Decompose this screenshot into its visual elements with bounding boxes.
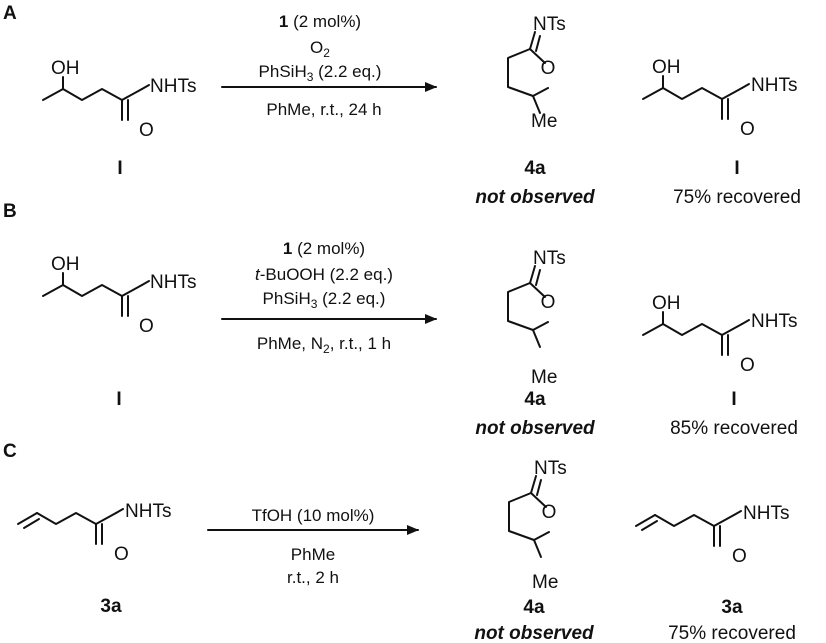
- carbonyl-o-label: O: [114, 544, 129, 565]
- methyl-label: Me: [531, 367, 557, 388]
- carbonyl-o-label: O: [139, 316, 154, 337]
- time-line-c: r.t., 2 h: [287, 568, 339, 587]
- acid-line-c: TfOH (10 mol%): [252, 506, 375, 525]
- imine-label: NTs: [533, 248, 566, 269]
- hydroxyl-label: OH: [51, 254, 80, 275]
- product-note-a: not observed: [475, 187, 595, 208]
- oxidant-line-a: O2: [310, 38, 330, 60]
- product-label-c: 4a: [523, 597, 545, 618]
- recovered-structure-c: [635, 510, 742, 547]
- ring-o-label: O: [541, 292, 556, 313]
- panel-label-c: C: [3, 441, 17, 462]
- panel-c: C NHTs O 3a TfOH (10 mol%) PhMe r.t., 2 …: [3, 441, 796, 643]
- panel-label-a: A: [3, 3, 17, 24]
- recovered-label-a: I: [734, 158, 739, 179]
- substrate-structure-b: [42, 272, 150, 317]
- nhts-label: NHTs: [150, 76, 196, 97]
- carbonyl-o-label: O: [740, 355, 755, 376]
- ring-o-label: O: [542, 502, 557, 523]
- carbonyl-o-label: O: [740, 119, 755, 140]
- product-label-b: 4a: [524, 389, 546, 410]
- oxidant-line-b: t-BuOOH (2.2 eq.): [255, 265, 393, 284]
- hydroxyl-label: OH: [51, 58, 80, 79]
- silane-line-b: PhSiH3 (2.2 eq.): [263, 289, 386, 311]
- substrate-structure-c: [17, 508, 124, 545]
- panel-a: A OH NHTs O I 1 (2 mol%) O2 PhSiH3 (2.2 …: [3, 3, 801, 208]
- solvent-line-a: PhMe, r.t., 24 h: [266, 100, 381, 119]
- nhts-label: NHTs: [743, 503, 789, 524]
- product-note-b: not observed: [475, 418, 595, 439]
- methyl-label: Me: [532, 572, 558, 593]
- recovered-note-b: 85% recovered: [670, 418, 798, 439]
- panel-label-b: B: [3, 201, 17, 222]
- solvent-line-b: PhMe, N2, r.t., 1 h: [257, 334, 391, 356]
- substrate-label-b: I: [116, 389, 121, 410]
- recovered-label-c: 3a: [721, 597, 743, 618]
- recovered-note-a: 75% recovered: [673, 187, 801, 208]
- hydroxyl-label: OH: [652, 57, 681, 78]
- nhts-label: NHTs: [125, 501, 171, 522]
- product-note-c: not observed: [474, 623, 594, 643]
- nhts-label: NHTs: [751, 311, 797, 332]
- methyl-label: Me: [531, 111, 557, 132]
- imine-label: NTs: [533, 14, 566, 35]
- hydroxyl-label: OH: [652, 293, 681, 314]
- panel-b: B OH NHTs O I 1 (2 mol%) t-BuOOH (2.2 eq…: [3, 201, 798, 439]
- substrate-label-c: 3a: [100, 596, 122, 617]
- catalyst-line-b: 1 (2 mol%): [283, 239, 365, 258]
- catalyst-line-a: 1 (2 mol%): [279, 12, 361, 31]
- silane-line-a: PhSiH3 (2.2 eq.): [259, 62, 382, 84]
- recovered-structure-b: [642, 311, 750, 356]
- substrate-structure-a: [42, 76, 150, 121]
- nhts-label: NHTs: [150, 272, 196, 293]
- nhts-label: NHTs: [751, 75, 797, 96]
- recovered-note-c: 75% recovered: [668, 623, 796, 643]
- substrate-label-a: I: [117, 158, 122, 179]
- ring-o-label: O: [541, 58, 556, 79]
- recovered-structure-a: [642, 75, 750, 120]
- solvent-line-c: PhMe: [291, 545, 335, 564]
- imine-label: NTs: [534, 458, 567, 479]
- carbonyl-o-label: O: [732, 546, 747, 567]
- product-label-a: 4a: [524, 158, 546, 179]
- recovered-label-b: I: [731, 389, 736, 410]
- carbonyl-o-label: O: [139, 120, 154, 141]
